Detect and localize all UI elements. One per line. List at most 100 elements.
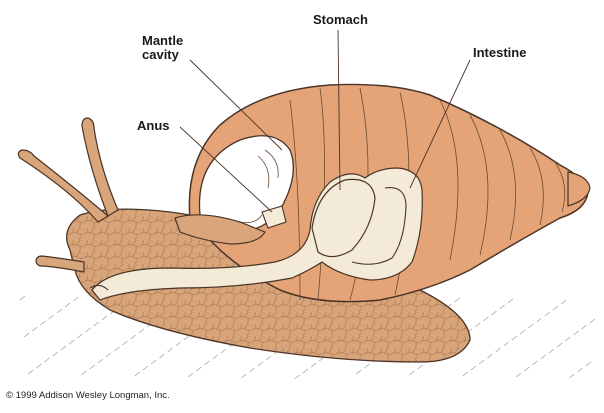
ground-hatch-stroke [183, 335, 190, 341]
ground-hatch-stroke [81, 370, 87, 376]
anus-label: Anus [137, 118, 170, 133]
stomach-label: Stomach [313, 12, 368, 27]
ground-hatch-stroke [569, 373, 575, 379]
ground-hatch-stroke [515, 372, 522, 378]
ground-hatch-stroke [77, 333, 83, 339]
tentacle-lower [35, 255, 85, 273]
ground-hatch-stroke [40, 320, 46, 326]
ground-hatch-stroke [573, 330, 579, 336]
mantle-collar [174, 214, 266, 245]
ground-hatch-stroke [122, 340, 128, 346]
ground-hatch-stroke [474, 322, 481, 328]
ground-hatch-stroke [89, 364, 95, 370]
ground-hatch-stroke [44, 357, 50, 363]
intestine-leader [409, 59, 471, 189]
ground-hatch-stroke [548, 348, 555, 354]
ground-hatch-stroke [249, 367, 255, 373]
ground-hatch-stroke [48, 314, 54, 320]
ground-hatch-stroke [36, 363, 42, 369]
ground-hatch-stroke [159, 353, 165, 359]
ground-hatch-stroke [310, 362, 317, 368]
ground-hatch-stroke [23, 332, 30, 338]
leader-lines [179, 29, 471, 213]
ground-hatch-stroke [73, 296, 79, 302]
ground-hatch-stroke [97, 358, 104, 364]
ground-hatch-stroke [462, 371, 469, 377]
ground-hatch-stroke [187, 372, 194, 378]
ground-hatch-stroke [302, 368, 309, 374]
ground-hatch-stroke [364, 363, 370, 369]
ground-hatch-stroke [409, 370, 415, 376]
ground-hatch-stroke [19, 295, 26, 301]
ground-hatch-stroke [27, 369, 34, 375]
stomach [311, 178, 376, 258]
ground-hatch-stroke [56, 308, 63, 314]
ground-hatch-stroke [64, 302, 71, 308]
ground-hatch-stroke [499, 304, 505, 310]
ground-hatch-stroke [577, 367, 583, 373]
ground-hatch-stroke [556, 342, 563, 348]
anus [261, 205, 287, 229]
ground-hatch-stroke [524, 366, 530, 372]
ground-hatch-stroke [585, 361, 592, 367]
shell-apex [567, 171, 591, 207]
ground-hatch-stroke [536, 317, 542, 323]
snail-foot [66, 208, 471, 363]
ground-hatch-stroke [495, 347, 501, 353]
anus-leader [179, 126, 273, 213]
ground-hatch-stroke [93, 321, 100, 327]
ground-hatch-stroke [220, 348, 227, 354]
copyright-credit: © 1999 Addison Wesley Longman, Inc. [6, 390, 170, 401]
ground-hatch-stroke [68, 339, 75, 345]
ground-hatch-stroke [532, 360, 538, 366]
ground-hatch-stroke [265, 355, 272, 361]
ground-hatch-stroke [470, 365, 477, 371]
ground-hatch-stroke [491, 310, 497, 316]
ground-hatch-stroke [196, 366, 202, 372]
ground-hatch-stroke [544, 311, 551, 317]
ground-hatch-stroke [552, 305, 559, 311]
mantle-cavity-leader [189, 59, 283, 151]
ground-hatch-stroke [204, 360, 210, 366]
intestine-label: Intestine [473, 45, 527, 60]
tentacle-upper-right [81, 117, 119, 217]
ground-hatch-stroke [101, 315, 108, 321]
mantle-cavity-label-line-1: Mantle [142, 33, 184, 48]
stomach-leader [337, 29, 341, 191]
mouth [89, 284, 109, 291]
ground-hatch-stroke [32, 326, 38, 332]
ground-hatch-stroke [241, 373, 247, 379]
ground-hatch-stroke [487, 353, 493, 359]
ground-hatch-stroke [212, 354, 218, 360]
mantle-cavity [198, 135, 294, 233]
ground-hatch-stroke [511, 335, 518, 341]
ground-hatch-stroke [130, 334, 136, 340]
ground-hatch-stroke [294, 374, 300, 380]
ground-hatch-stroke [105, 352, 112, 358]
ground-hatch-stroke [114, 346, 120, 352]
ground-hatch-stroke [417, 364, 423, 370]
ground-hatch-stroke [60, 345, 67, 351]
ground-hatch-stroke [478, 359, 485, 365]
ground-hatch-stroke [581, 324, 587, 330]
ground-hatch-stroke [528, 323, 534, 329]
ground-hatch-stroke [257, 361, 264, 367]
ground-hatch-stroke [565, 336, 571, 342]
ground-hatch-stroke [142, 365, 149, 371]
ground-hatch-stroke [175, 341, 182, 347]
tentacle-upper-left [17, 149, 110, 223]
ground-hatch-stroke [134, 371, 141, 377]
ground-hatch-stroke [138, 328, 145, 334]
ground-hatch-stroke [85, 327, 91, 333]
ground-hatch-stroke [560, 299, 567, 305]
ground-hatch-stroke [507, 298, 514, 304]
intestine-loop [351, 187, 407, 265]
mantle-cavity-label: Mantle cavity [142, 34, 183, 62]
ground-hatch-stroke [52, 351, 59, 357]
mantle-cavity-label-line-2: cavity [142, 47, 179, 62]
ground-hatch-stroke [519, 329, 526, 335]
ground-hatch-stroke [540, 354, 546, 360]
ground-hatch-stroke [483, 316, 489, 322]
